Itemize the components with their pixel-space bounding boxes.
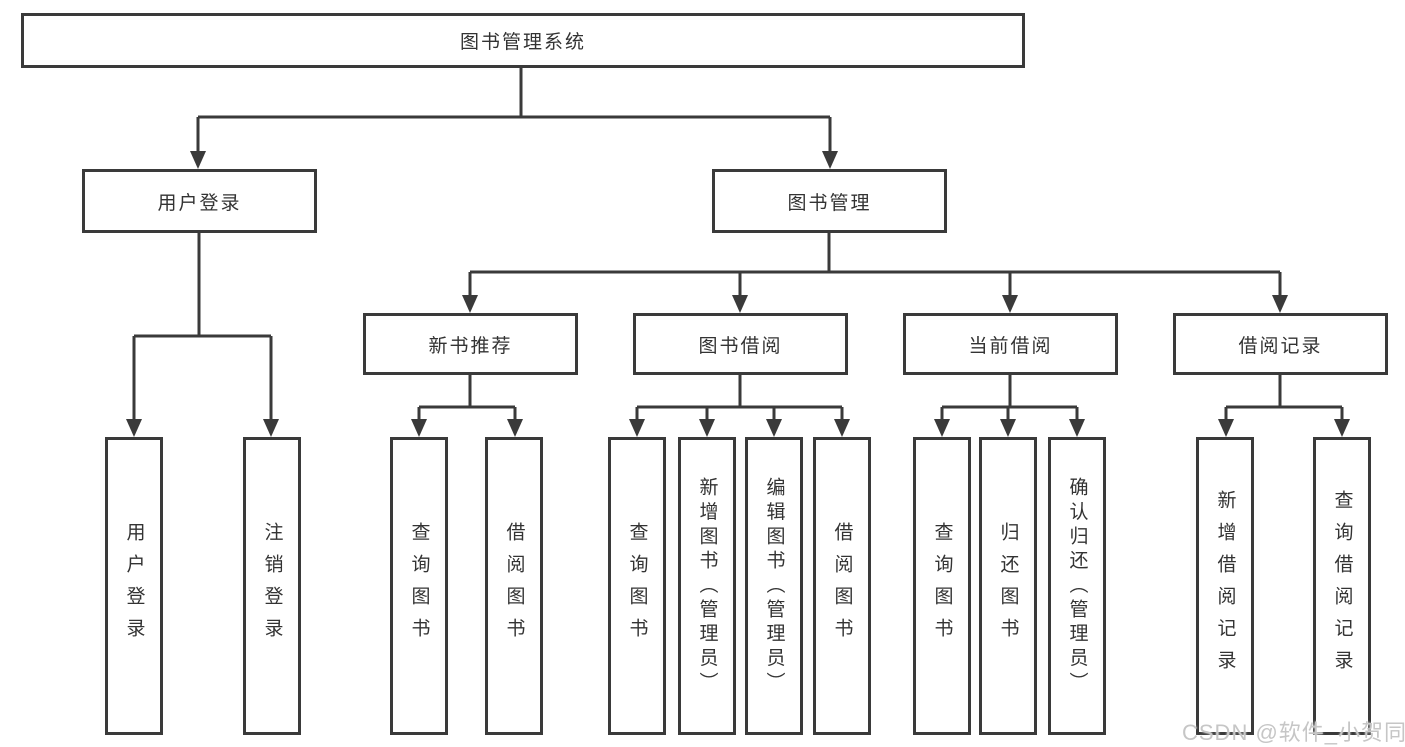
node-leaf-cb-query-books: 查询图书 — [913, 437, 971, 735]
node-root: 图书管理系统 — [21, 13, 1025, 68]
node-book-borrow-label: 图书借阅 — [698, 335, 783, 357]
node-new-book-rec: 新书推荐 — [363, 313, 578, 375]
node-leaf-bb-add-books: 新增图书（管理员） — [678, 437, 736, 735]
node-leaf-cb-return-books-label: 归还图书 — [997, 522, 1019, 650]
node-leaf-logout-label: 注销登录 — [261, 522, 283, 650]
node-leaf-bb-edit-books: 编辑图书（管理员） — [745, 437, 803, 735]
node-leaf-bb-query-books: 查询图书 — [608, 437, 666, 735]
node-book-mgmt-label: 图书管理 — [787, 192, 872, 214]
node-leaf-user-login: 用户登录 — [105, 437, 163, 735]
node-leaf-logout: 注销登录 — [243, 437, 301, 735]
node-current-borrow-label: 当前借阅 — [968, 335, 1053, 357]
node-leaf-br-query-record-label: 查询借阅记录 — [1331, 490, 1353, 682]
node-current-borrow: 当前借阅 — [903, 313, 1118, 375]
node-book-mgmt: 图书管理 — [712, 169, 947, 233]
node-borrow-records: 借阅记录 — [1173, 313, 1388, 375]
csdn-watermark: CSDN @软件_小贺同学 — [1182, 720, 1405, 745]
node-leaf-cb-confirm-return-label: 确认归还（管理员） — [1066, 476, 1088, 696]
node-leaf-br-add-record-label: 新增借阅记录 — [1214, 490, 1236, 682]
node-borrow-records-label: 借阅记录 — [1238, 335, 1323, 357]
node-leaf-bb-borrow-books: 借阅图书 — [813, 437, 871, 735]
node-leaf-cb-return-books: 归还图书 — [979, 437, 1037, 735]
arrowhead-icons — [126, 151, 1350, 437]
node-leaf-br-query-record: 查询借阅记录 — [1313, 437, 1371, 735]
node-leaf-bb-add-books-label: 新增图书（管理员） — [696, 476, 718, 696]
node-leaf-rec-borrow-books-label: 借阅图书 — [503, 522, 525, 650]
node-leaf-bb-query-books-label: 查询图书 — [626, 522, 648, 650]
node-leaf-bb-edit-books-label: 编辑图书（管理员） — [763, 476, 785, 696]
node-user-login-label: 用户登录 — [157, 192, 242, 214]
node-leaf-cb-confirm-return: 确认归还（管理员） — [1048, 437, 1106, 735]
node-leaf-rec-query-books: 查询图书 — [390, 437, 448, 735]
node-root-label: 图书管理系统 — [459, 32, 586, 53]
node-leaf-bb-borrow-books-label: 借阅图书 — [831, 522, 853, 650]
node-new-book-rec-label: 新书推荐 — [428, 335, 513, 357]
node-leaf-rec-query-books-label: 查询图书 — [408, 522, 430, 650]
node-book-borrow: 图书借阅 — [633, 313, 848, 375]
node-leaf-br-add-record: 新增借阅记录 — [1196, 437, 1254, 735]
node-leaf-cb-query-books-label: 查询图书 — [931, 522, 953, 650]
node-user-login: 用户登录 — [82, 169, 317, 233]
node-leaf-user-login-label: 用户登录 — [123, 522, 145, 650]
node-leaf-rec-borrow-books: 借阅图书 — [485, 437, 543, 735]
